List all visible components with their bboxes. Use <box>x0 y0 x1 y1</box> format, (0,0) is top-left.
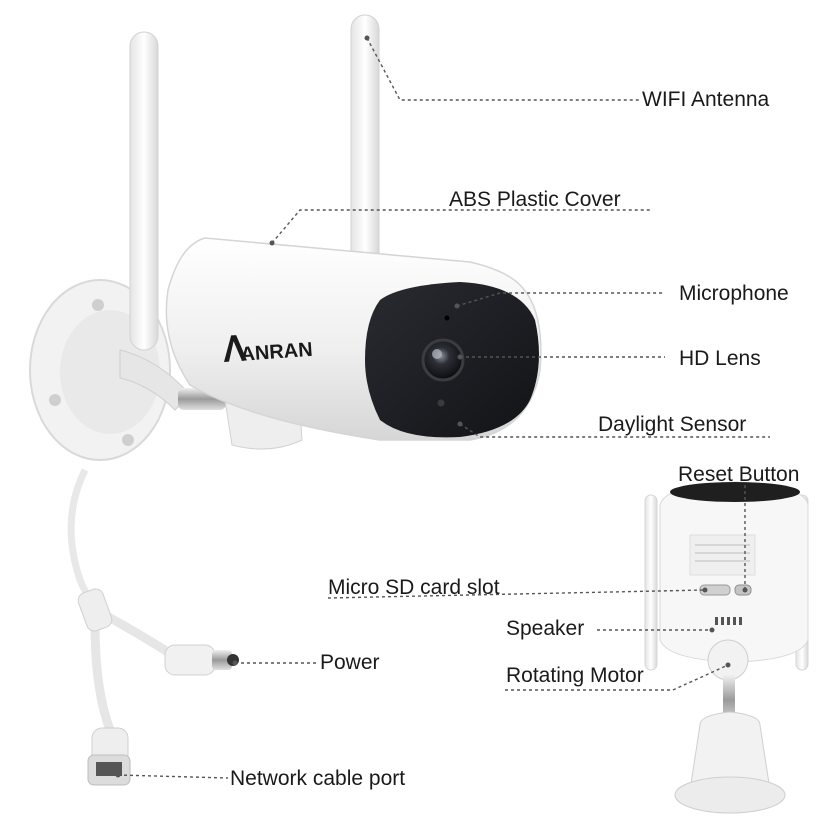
label-hd-lens: HD Lens <box>679 347 761 370</box>
callout-leaders <box>115 35 770 779</box>
label-rotating-motor: Rotating Motor <box>506 664 644 687</box>
power-connector <box>164 644 239 676</box>
label-speaker: Speaker <box>506 617 585 640</box>
power-cable <box>67 468 183 732</box>
hd-lens <box>421 338 465 382</box>
network-connector <box>87 727 131 786</box>
label-reset-button: Reset Button <box>678 463 800 486</box>
daylight-sensor <box>437 399 445 407</box>
label-network-cable-port: Network cable port <box>230 767 406 790</box>
camera-body <box>165 237 542 441</box>
svg-text:ANRAN: ANRAN <box>240 339 314 366</box>
label-power: Power <box>320 651 380 674</box>
label-daylight-sensor: Daylight Sensor <box>598 413 747 436</box>
anran-logo: ANRAN <box>224 335 314 366</box>
rotating-motor <box>707 639 749 681</box>
label-microphone: Microphone <box>679 282 789 305</box>
rear-camera <box>644 481 809 814</box>
label-wifi-antenna: WIFI Antenna <box>642 88 770 111</box>
label-abs-plastic-cover: ABS Plastic Cover <box>449 188 621 211</box>
speaker-grille <box>715 617 742 625</box>
right-antenna <box>350 14 380 271</box>
label-micro-sd-card-slot: Micro SD card slot <box>328 576 500 599</box>
microphone-hole <box>444 315 450 321</box>
left-antenna <box>129 31 159 351</box>
